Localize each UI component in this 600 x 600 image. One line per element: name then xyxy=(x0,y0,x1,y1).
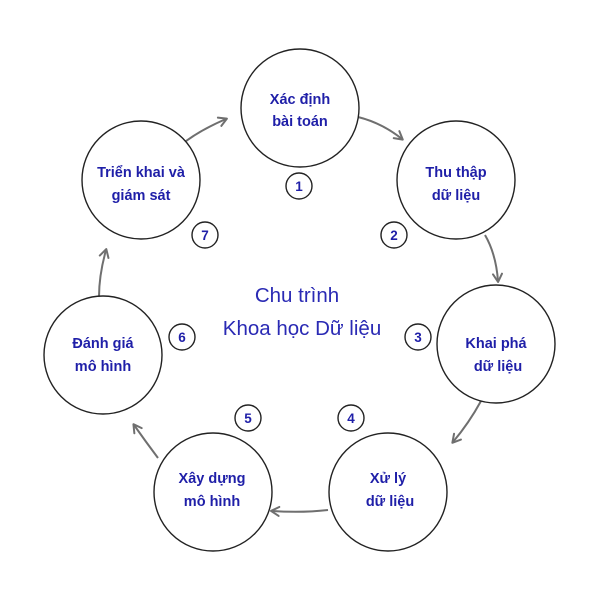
stage-1-label-line1: Xác định xyxy=(270,92,330,108)
arrow-1-to-2 xyxy=(357,116,404,141)
stage-3-circle xyxy=(436,284,556,404)
stage-1-circle xyxy=(240,48,360,168)
stage-4-number: 4 xyxy=(347,411,355,426)
stage-3-node: Khai phá dữ liệu xyxy=(436,284,556,404)
stage-4-badge: 4 xyxy=(337,404,365,432)
stage-4-label-line1: Xử lý xyxy=(370,471,406,487)
stage-7-badge: 7 xyxy=(191,221,219,249)
stage-6-node: Đánh giá mô hình xyxy=(43,295,163,415)
stage-1-badge: 1 xyxy=(285,172,313,200)
stage-4-badge-circle xyxy=(337,404,365,432)
stage-6-badge: 6 xyxy=(168,323,196,351)
stage-6-badge-circle xyxy=(168,323,196,351)
stage-2-label-line1: Thu thập xyxy=(425,165,486,181)
stage-6-label-line2: mô hình xyxy=(75,359,131,375)
stage-4-node: Xử lý dữ liệu xyxy=(328,432,448,552)
arrow-2-to-3 xyxy=(484,234,503,283)
arrow-5-to-6 xyxy=(132,423,159,459)
stage-6-label-line1: Đánh giá xyxy=(72,336,134,352)
stage-5-label-line2: mô hình xyxy=(184,494,240,510)
arrow-3-to-4 xyxy=(451,400,482,444)
stage-3-badge: 3 xyxy=(404,323,432,351)
stage-5-badge: 5 xyxy=(234,404,262,432)
stage-3-number: 3 xyxy=(414,330,422,345)
stage-2-badge: 2 xyxy=(380,221,408,249)
stage-2-circle xyxy=(396,120,516,240)
stage-2-badge-circle xyxy=(380,221,408,249)
arrow-4-to-5 xyxy=(270,505,329,517)
center-title-line2: Khoa học Dữ liệu xyxy=(223,317,381,340)
stage-5-circle xyxy=(153,432,273,552)
stage-7-circle xyxy=(81,120,201,240)
center-title: Chu trình Khoa học Dữ liệu xyxy=(223,284,381,340)
stage-2-number: 2 xyxy=(390,228,398,243)
stage-1-label-line2: bài toán xyxy=(272,114,328,130)
stage-6-number: 6 xyxy=(178,330,186,345)
center-title-line1: Chu trình xyxy=(255,284,339,307)
stage-7-node: Triển khai và giám sát xyxy=(81,120,201,240)
stage-4-label-line2: dữ liệu xyxy=(366,494,414,510)
stage-3-label-line1: Khai phá xyxy=(465,336,527,352)
stage-7-badge-circle xyxy=(191,221,219,249)
stage-5-node: Xây dựng mô hình xyxy=(153,432,273,552)
stage-5-label-line1: Xây dựng xyxy=(179,471,246,487)
stage-1-badge-circle xyxy=(285,172,313,200)
stage-5-badge-circle xyxy=(234,404,262,432)
arrow-7-to-1 xyxy=(180,116,228,146)
stage-4-circle xyxy=(328,432,448,552)
stage-5-number: 5 xyxy=(244,411,252,426)
stage-7-label-line1: Triển khai và xyxy=(97,165,186,181)
stage-3-badge-circle xyxy=(404,323,432,351)
stage-1-number: 1 xyxy=(295,179,303,194)
stage-7-label-line2: giám sát xyxy=(112,188,171,204)
arrow-6-to-7 xyxy=(98,248,110,298)
stage-2-label-line2: dữ liệu xyxy=(432,188,480,204)
stage-7-number: 7 xyxy=(201,228,209,243)
stage-6-circle xyxy=(43,295,163,415)
stage-3-label-line2: dữ liệu xyxy=(474,359,522,375)
stage-1-node: Xác định bài toán xyxy=(240,48,360,168)
stage-2-node: Thu thập dữ liệu xyxy=(396,120,516,240)
